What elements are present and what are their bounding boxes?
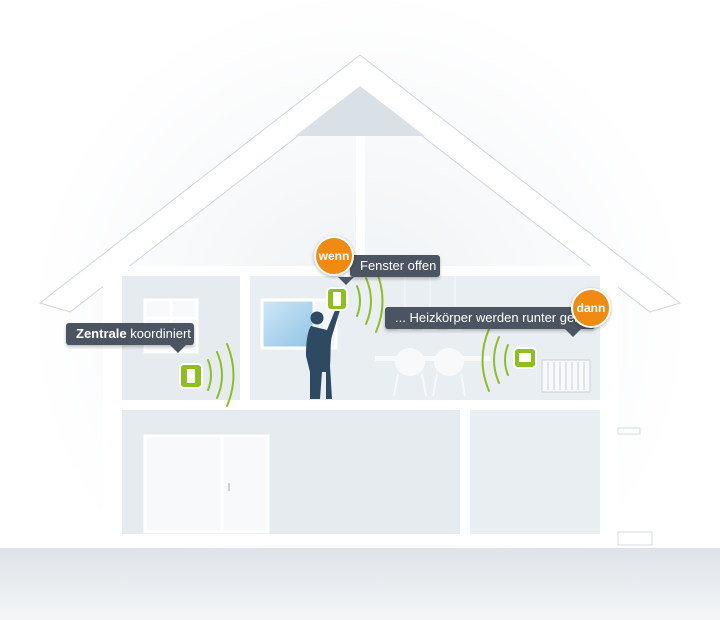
callout-central: Zentrale koordiniert [66,323,194,345]
radiator [541,359,591,393]
terrace-door [143,434,270,534]
callout-central-tail [170,345,186,353]
window-sensor-device [326,287,348,311]
dining-chairs [375,348,490,397]
callout-window-text: Fenster offen ... [360,258,451,273]
callout-heating-tail [565,329,581,337]
roof [38,54,682,313]
if-badge: wenn [314,236,354,276]
wireless-signal-waves [481,328,509,392]
smart-hub-device [179,363,203,389]
callout-window-tail [338,277,354,285]
ground [0,548,720,620]
attic-gable [295,86,425,136]
wireless-signal-waves [207,343,235,407]
entrance-steps [617,427,653,546]
radiator-thermostat-device [513,347,537,369]
callout-central-bold: Zentrale [76,326,127,341]
callout-heating: ... Heizkörper werden runter geregelt [385,307,607,329]
person-silhouette [306,308,340,399]
callout-window: Fenster offen ... [350,255,451,277]
callout-central-text: koordiniert [126,326,191,341]
attic-post [356,136,365,266]
then-badge: dann [571,288,611,328]
callout-heating-text: ... Heizkörper werden runter geregelt [395,310,607,325]
lower-right-room [470,410,600,534]
